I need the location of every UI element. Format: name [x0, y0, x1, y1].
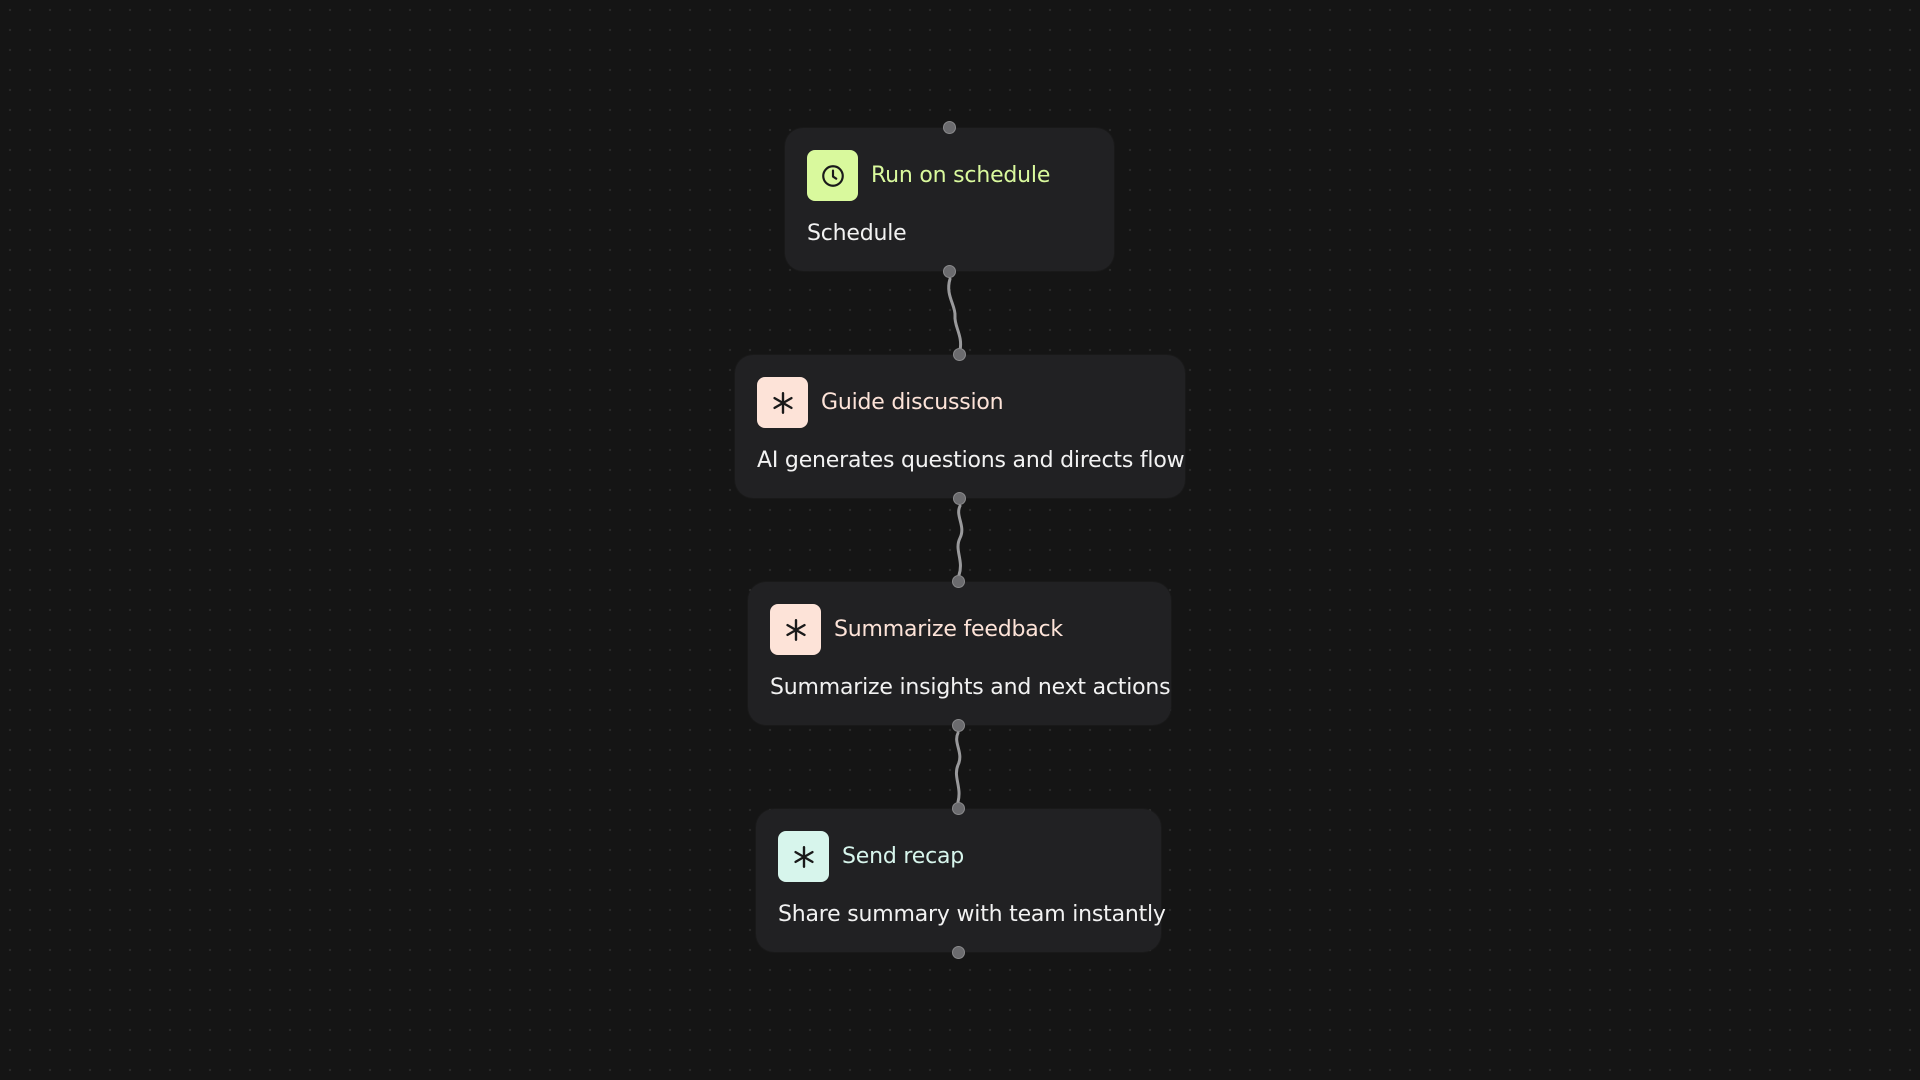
node-output-port[interactable] — [952, 946, 965, 959]
workflow-node-summarize-feedback[interactable]: Summarize feedback Summarize insights an… — [748, 582, 1171, 725]
node-title: Summarize feedback — [834, 617, 1063, 642]
node-header: Send recap — [778, 831, 1139, 882]
node-input-port[interactable] — [953, 348, 966, 361]
node-header: Summarize feedback — [770, 604, 1149, 655]
node-header: Run on schedule — [807, 150, 1092, 201]
node-output-port[interactable] — [952, 719, 965, 732]
clock-icon — [807, 150, 858, 201]
node-input-port[interactable] — [952, 802, 965, 815]
node-title: Run on schedule — [871, 163, 1051, 188]
sparkle-asterisk-icon — [757, 377, 808, 428]
node-description: AI generates questions and directs flow — [757, 448, 1185, 473]
sparkle-asterisk-icon — [770, 604, 821, 655]
node-output-port[interactable] — [943, 265, 956, 278]
node-description: Summarize insights and next actions — [770, 675, 1171, 700]
node-description: Share summary with team instantly — [778, 902, 1166, 927]
node-title: Send recap — [842, 844, 965, 869]
workflow-node-guide-discussion[interactable]: Guide discussion AI generates questions … — [735, 355, 1185, 498]
node-title: Guide discussion — [821, 390, 1004, 415]
sparkle-asterisk-icon — [778, 831, 829, 882]
node-input-port[interactable] — [952, 575, 965, 588]
node-output-port[interactable] — [953, 492, 966, 505]
connector-edge-2[interactable] — [956, 504, 964, 577]
connector-edge-1[interactable] — [947, 277, 963, 352]
node-description: Schedule — [807, 221, 907, 246]
node-input-port[interactable] — [943, 121, 956, 134]
workflow-node-send-recap[interactable]: Send recap Share summary with team insta… — [756, 809, 1166, 952]
node-header: Guide discussion — [757, 377, 1163, 428]
workflow-node-run-on-schedule[interactable]: Run on schedule Schedule — [785, 128, 1114, 271]
connector-edge-3[interactable] — [954, 731, 962, 804]
